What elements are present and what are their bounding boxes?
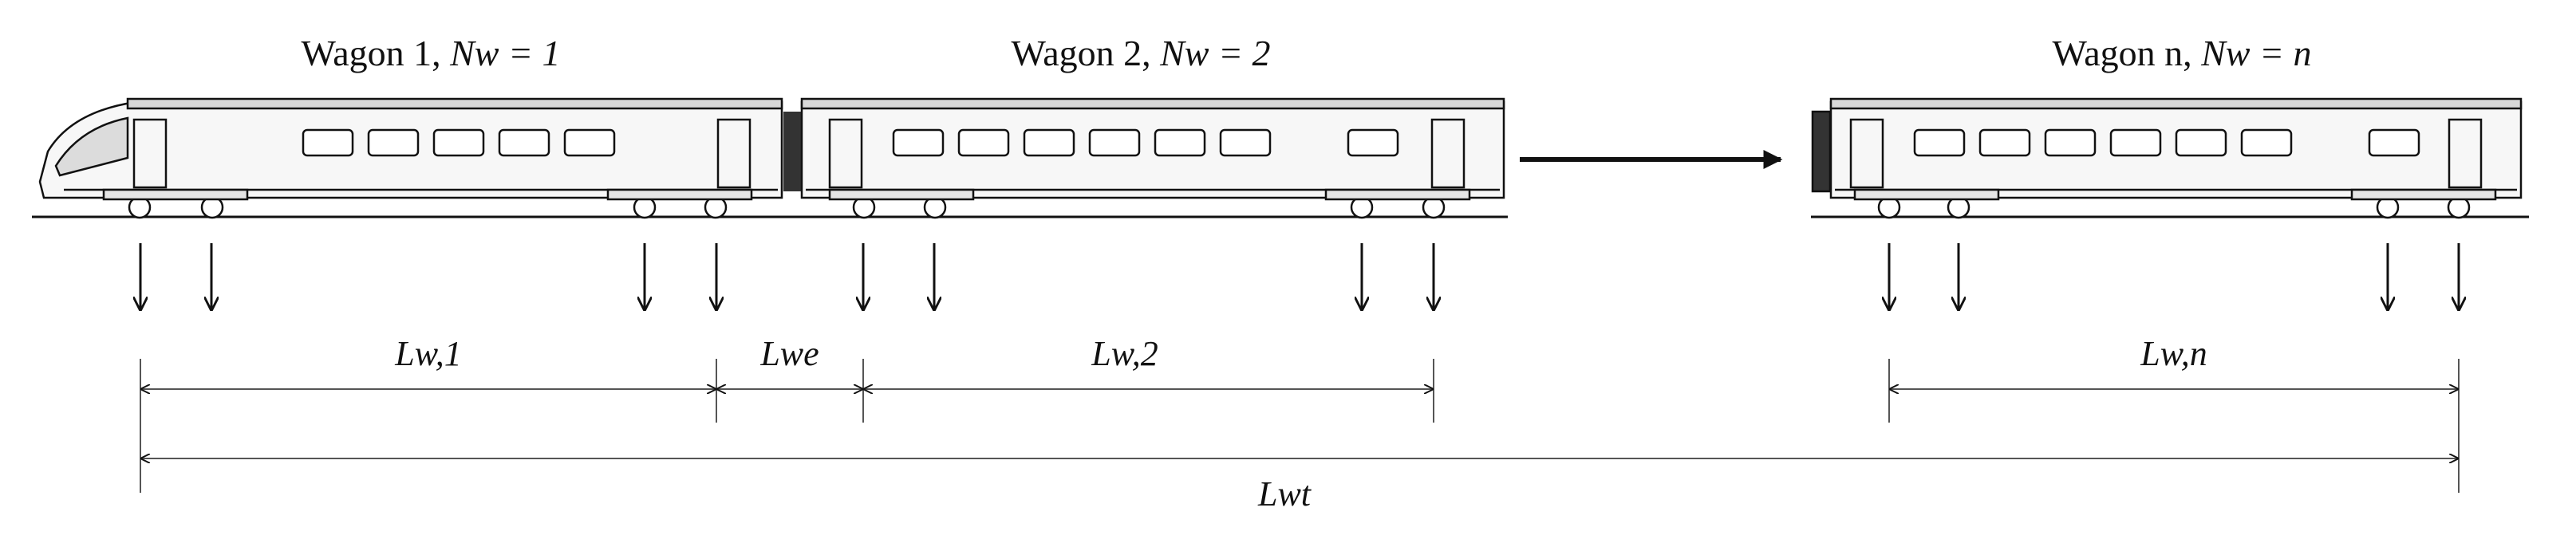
label-lw1: Lw,1 <box>394 334 462 373</box>
wagon-n-window <box>1913 128 1966 157</box>
wagon-2-door-front <box>828 118 863 189</box>
wagon-2-roof <box>800 97 1505 110</box>
label-lwt: Lwt <box>1257 474 1312 513</box>
wagon-n-window <box>2044 128 2097 157</box>
wagon-2-window <box>892 128 945 157</box>
dimension-extension-lines <box>140 359 2460 493</box>
gangway-1-2 <box>783 112 801 191</box>
wagon-1-door-front <box>132 118 168 189</box>
wagon-2-window <box>1023 128 1075 157</box>
gangway-n <box>1811 110 1832 193</box>
wagon-2-window <box>1347 128 1399 157</box>
wagon-1-window <box>302 128 354 157</box>
wagon-n-title: Wagon n, Nw = n <box>2052 33 2311 73</box>
wagon-1-window <box>432 128 485 157</box>
wagon-2-window <box>957 128 1010 157</box>
wagon-1-window <box>367 128 420 157</box>
wagon-1-title: Wagon 1, Nw = 1 <box>301 33 560 73</box>
wagon-n-door-rear <box>2448 118 2483 189</box>
wagon-n-window <box>2109 128 2162 157</box>
label-lw2: Lw,2 <box>1091 334 1158 373</box>
wagon-n-window <box>1978 128 2031 157</box>
wagon-1-door-rear <box>716 118 751 189</box>
wagon-2-window <box>1219 128 1272 157</box>
wagon-2-door-rear <box>1430 118 1466 189</box>
label-lwn: Lw,n <box>2140 334 2207 373</box>
wagon-1-drawing <box>38 97 783 219</box>
wagon-n-roof <box>1829 97 2523 110</box>
wagon-2-drawing <box>800 97 1505 219</box>
label-lwe: Lwe <box>759 334 819 373</box>
wagon-n-window <box>2368 128 2420 157</box>
wagon-n-window <box>2240 128 2293 157</box>
wagon-n-drawing <box>1811 97 2523 219</box>
wagon-2-window <box>1088 128 1141 157</box>
wagon-1-roof <box>126 97 783 110</box>
wagon-n-door-front <box>1849 118 1884 189</box>
wagon-1-window <box>498 128 550 157</box>
wagon-1-nose-glass <box>54 116 129 177</box>
wagon-n-window <box>2175 128 2227 157</box>
wagon-1-window <box>563 128 616 157</box>
wagon-2-window <box>1154 128 1206 157</box>
axle-load-arrows <box>140 243 2459 311</box>
wagon-2-title: Wagon 2, Nw = 2 <box>1011 33 1270 73</box>
dimension-lines <box>140 389 2459 458</box>
